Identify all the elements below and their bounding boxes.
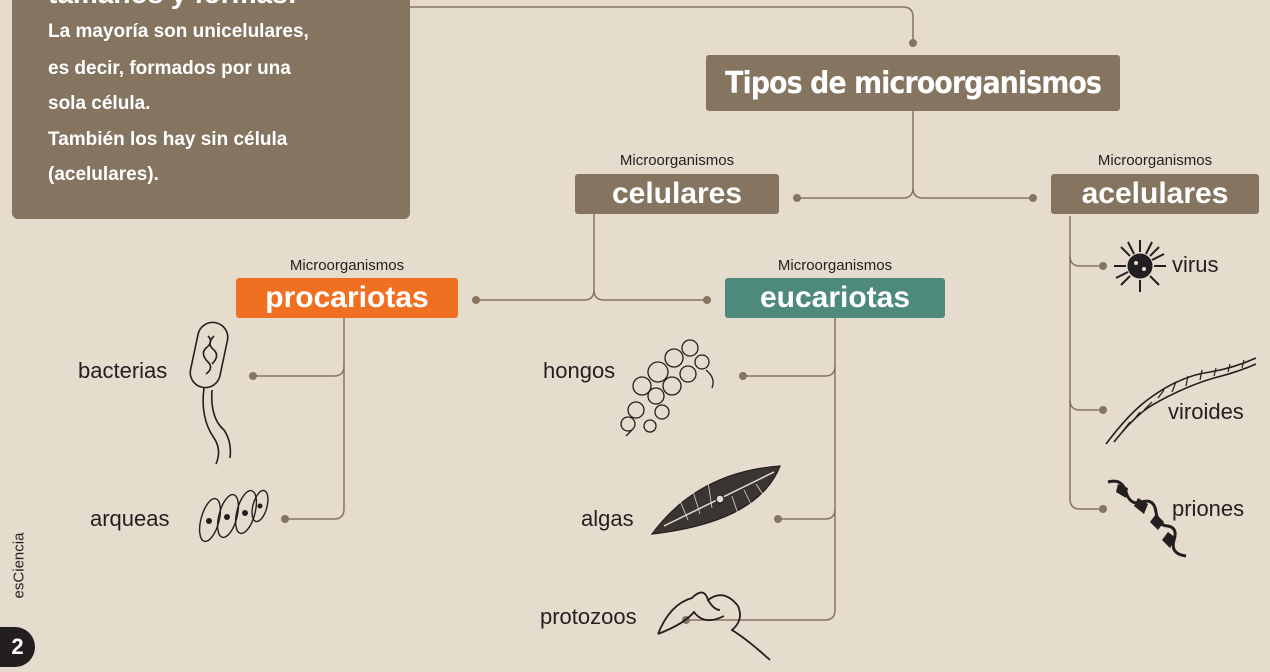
algae-diatom-icon	[650, 465, 781, 535]
procariotas-prefix: Microorganismos	[289, 257, 405, 274]
protozoa-icon	[657, 591, 771, 661]
eucariotas-prefix: Microorganismos	[777, 257, 893, 274]
info-box-heading: tamaños y formas:	[48, 0, 297, 10]
leaf-bacterias: bacterias	[78, 358, 168, 383]
acelulares-prefix: Microorganismos	[1097, 152, 1213, 169]
page-number: 2	[0, 627, 35, 667]
leaf-hongos: hongos	[543, 358, 616, 383]
archaea-icon	[198, 489, 269, 543]
leaf-priones: priones	[1172, 496, 1245, 521]
info-line: La mayoría son unicelulares,	[48, 21, 309, 42]
info-line: es decir, formados por una	[48, 58, 291, 79]
leaf-viroides: viroides	[1168, 399, 1244, 424]
leaf-arqueas: arqueas	[90, 506, 170, 531]
leaf-virus: virus	[1172, 252, 1219, 277]
acelulares-box: acelulares	[1051, 174, 1259, 214]
viroid-icon	[1105, 357, 1257, 445]
prion-icon	[1107, 479, 1187, 558]
info-line: sola célula.	[48, 93, 151, 114]
leaf-protozoos: protozoos	[540, 604, 637, 629]
virus-icon	[1114, 240, 1166, 292]
brand-label: esCiencia	[10, 532, 28, 599]
fungi-icon	[620, 339, 714, 437]
celulares-prefix: Microorganismos	[619, 152, 735, 169]
bacteria-icon	[189, 321, 232, 465]
info-line: (acelulares).	[48, 164, 159, 185]
celulares-box: celulares	[575, 174, 779, 214]
leaf-algas: algas	[581, 506, 634, 531]
eucariotas-box: eucariotas	[725, 278, 945, 318]
procariotas-box: procariotas	[236, 278, 458, 318]
info-box: tamaños y formas: La mayoría son unicelu…	[12, 0, 410, 219]
diagram-title: Tipos de microorganismos	[706, 55, 1120, 111]
info-line: También los hay sin célula	[48, 129, 288, 150]
